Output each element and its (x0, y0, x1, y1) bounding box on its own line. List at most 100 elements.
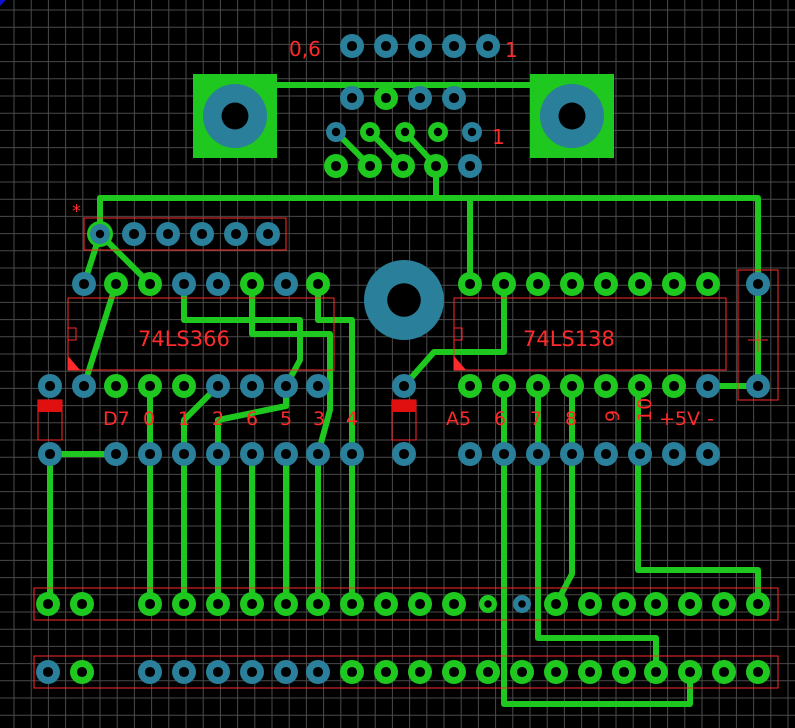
pad-drill (364, 160, 376, 172)
pad-drill (312, 380, 324, 392)
pad-drill (128, 228, 140, 240)
pad-drill (221, 102, 249, 130)
pad-drill (634, 278, 646, 290)
pad-drill (532, 448, 544, 460)
pad-drill (414, 92, 426, 104)
pin-label-3: 3 (313, 408, 325, 430)
pad-drill (280, 448, 292, 460)
pin-label-6b: 6 (494, 408, 506, 430)
pad-drill (78, 380, 90, 392)
pin-label-9: 9 (602, 410, 624, 422)
bottom-header-outline-1 (33, 587, 779, 621)
pad-drill (600, 380, 612, 392)
pad-drill (518, 600, 526, 608)
trace (81, 281, 119, 389)
pad-drill (95, 229, 105, 239)
ic1-notch (68, 327, 77, 341)
pad-drill (312, 448, 324, 460)
pad-drill (650, 666, 662, 678)
ic2-outline (453, 297, 727, 371)
pad-drill (618, 598, 630, 610)
pad-drill (110, 278, 122, 290)
pad-drill (414, 598, 426, 610)
trace (249, 281, 333, 457)
pad-drill (448, 598, 460, 610)
pin-label-1: 1 (178, 408, 190, 430)
pad-drill (144, 666, 156, 678)
pad-drill (42, 666, 54, 678)
pad-drill (414, 40, 426, 52)
diode-mid-band (392, 400, 416, 412)
pad-drill (532, 278, 544, 290)
pad-drill (280, 380, 292, 392)
ic2-name-label: 74LS138 (523, 327, 615, 351)
ic1-pin1-marker (68, 356, 80, 370)
pin-label-plus5v: +5V (659, 408, 700, 430)
pad-drill (178, 666, 190, 678)
pad-drill (464, 448, 476, 460)
pad-drill (212, 448, 224, 460)
pad-drill (550, 666, 562, 678)
header-star-label: * (72, 201, 81, 222)
pad-drill (467, 127, 477, 137)
pad-drill (144, 448, 156, 460)
pad-drill (668, 278, 680, 290)
pad-drill (76, 666, 88, 678)
pad-drill (532, 380, 544, 392)
pad-drill (752, 380, 764, 392)
pad-drill (76, 598, 88, 610)
pad-drill (702, 380, 714, 392)
pad-drill (312, 666, 324, 678)
pad-drill (280, 598, 292, 610)
pin-label-5: 5 (280, 408, 292, 430)
trace (315, 281, 355, 457)
connector-left-label: 0,6 (289, 37, 321, 61)
pad-drill (718, 666, 730, 678)
pad-drill (346, 92, 358, 104)
trace (401, 281, 507, 389)
pad-drill (433, 127, 443, 137)
pad-drill (550, 598, 562, 610)
pad-drill (280, 278, 292, 290)
diode-left-band (38, 400, 62, 412)
pad-drill (380, 598, 392, 610)
ic2-pin1-marker (454, 356, 466, 370)
pad-drill (346, 40, 358, 52)
pad-drill (448, 40, 460, 52)
pad-drill (365, 127, 375, 137)
pad-drill (684, 598, 696, 610)
pin-label-4: 4 (346, 408, 358, 430)
pad-drill (566, 278, 578, 290)
pad-drill (380, 666, 392, 678)
pin-label-0: 0 (143, 408, 155, 430)
pin-label-minus: - (707, 408, 714, 430)
capacitor-outline (737, 269, 779, 401)
pad-drill (212, 666, 224, 678)
pad-drill (498, 380, 510, 392)
pad-drill (330, 160, 342, 172)
pad-drill (752, 598, 764, 610)
pad-drill (110, 448, 122, 460)
pad-drill (634, 380, 646, 392)
pad-drill (718, 598, 730, 610)
pad-drill (484, 600, 492, 608)
pad-drill (430, 160, 442, 172)
pad-drill (212, 598, 224, 610)
pad-drill (178, 380, 190, 392)
pad-drill (44, 380, 56, 392)
pad-drill (246, 448, 258, 460)
pad-drill (464, 160, 476, 172)
pad-drill (78, 278, 90, 290)
pad-drill (702, 448, 714, 460)
pad-drill (516, 666, 528, 678)
pad-drill (212, 278, 224, 290)
pin-label-10: 10 (634, 398, 656, 422)
pad-drill (482, 40, 494, 52)
ic1-outline (67, 297, 335, 371)
pad-drill (196, 228, 208, 240)
pad-drill (397, 160, 409, 172)
pad-drill (650, 598, 662, 610)
pad-drill (110, 380, 122, 392)
